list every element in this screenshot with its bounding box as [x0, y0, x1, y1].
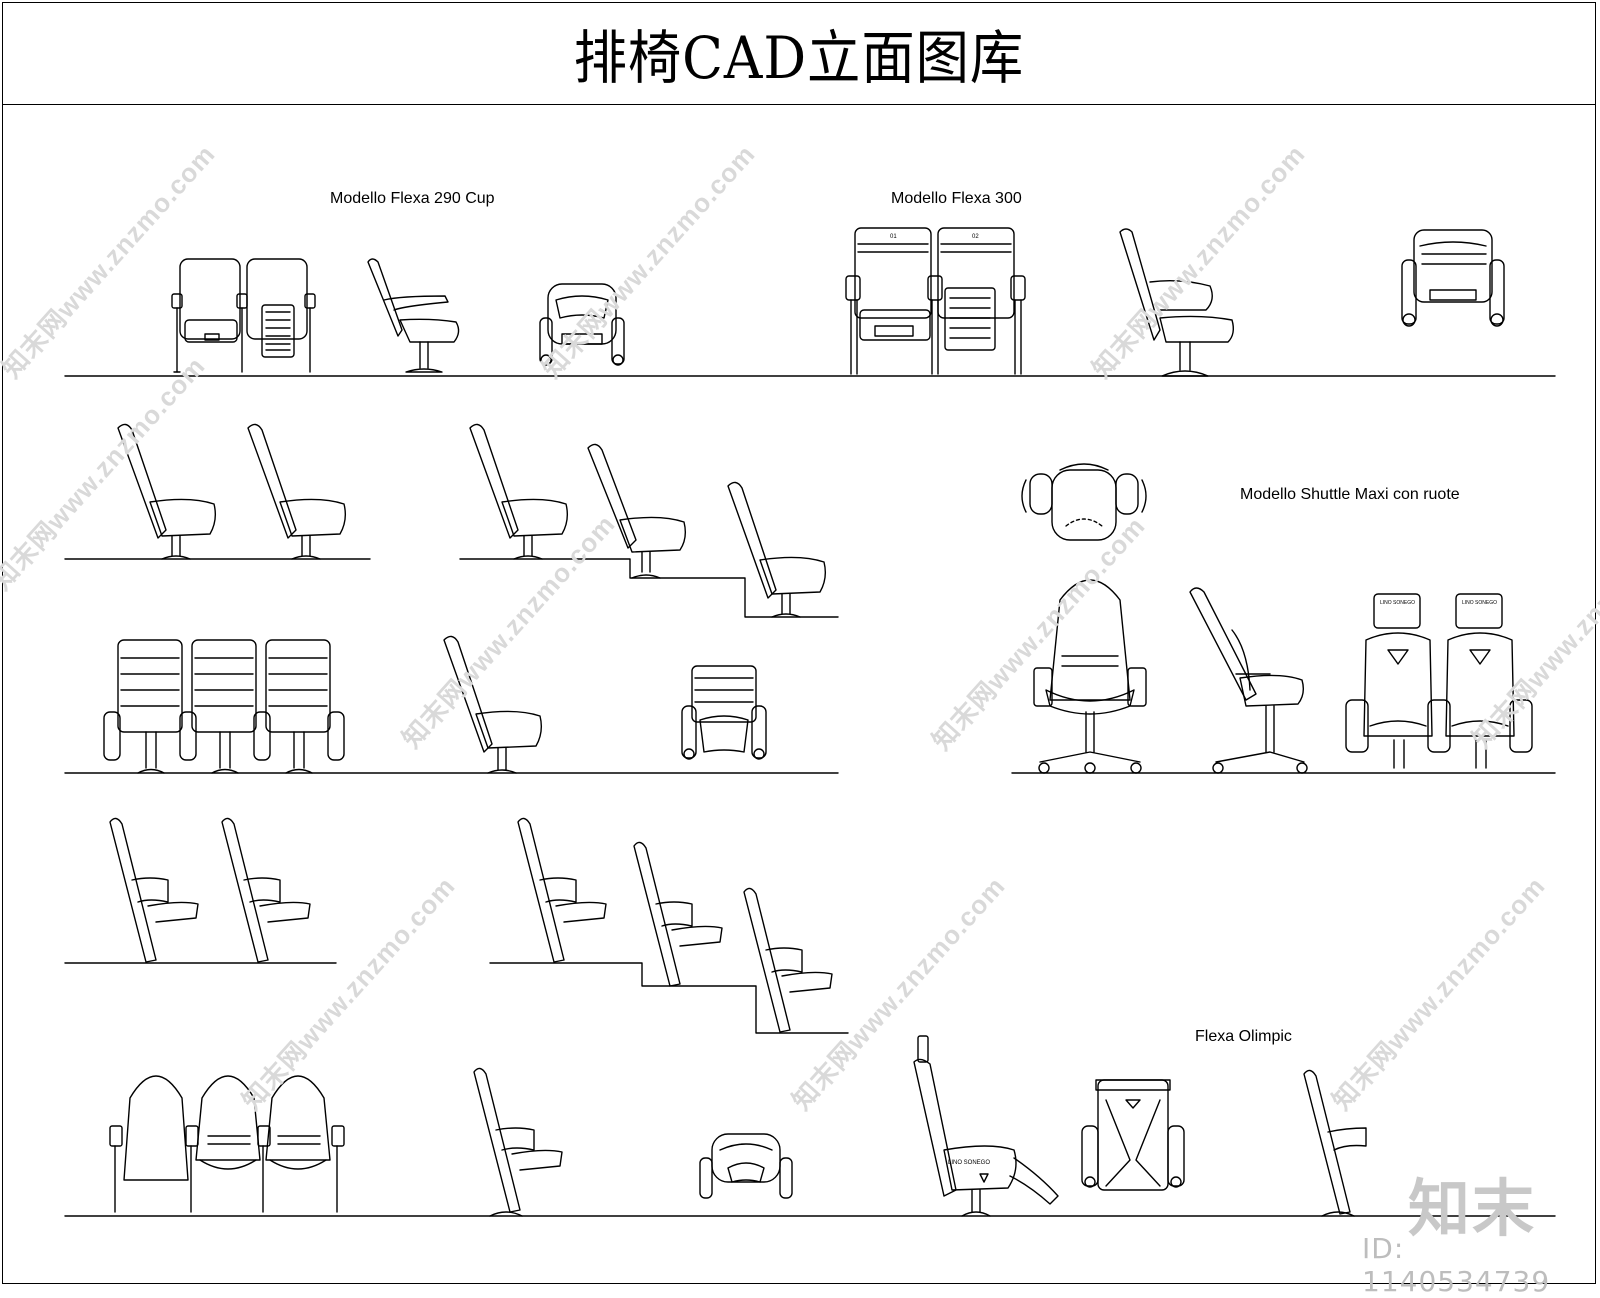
brand-lino-sonego-1: LINO SONEGO — [1380, 600, 1415, 606]
olimpic-side — [473, 1067, 563, 1217]
side-chair-row2-b — [247, 423, 347, 560]
title-bar: 排椅CAD立面图库 — [2, 2, 1596, 105]
flexa-300-front-folded — [1401, 229, 1505, 327]
olimpic-side-b — [1303, 1069, 1367, 1217]
flexa-300-side — [1119, 228, 1235, 377]
shuttle-side — [1189, 587, 1308, 774]
brand-lino-sonego-3: LINO SONEGO — [948, 1160, 990, 1166]
tipup-side-row4 — [109, 817, 833, 1033]
triple-seat-front — [103, 639, 345, 774]
olimpic-top-view — [1081, 1079, 1185, 1191]
side-chair-row2-e — [727, 481, 827, 618]
label-flexa-300: Modello Flexa 300 — [891, 190, 1022, 207]
seat-number-01: 01 — [890, 234, 897, 240]
seat-number-02: 02 — [972, 234, 979, 240]
olimpic-triple-front — [109, 1075, 345, 1213]
shuttle-top-view — [1021, 463, 1147, 541]
side-chair-row2-a — [117, 423, 217, 560]
label-flexa-290: Modello Flexa 290 Cup — [330, 190, 495, 207]
label-flexa-olimpic: Flexa Olimpic — [1195, 1028, 1292, 1045]
olimpic-folded-front — [699, 1133, 793, 1199]
flexa-290-side — [367, 258, 460, 373]
recliner-side: LINO SONEGO — [913, 1035, 1059, 1217]
label-shuttle-maxi: Modello Shuttle Maxi con ruote — [1240, 486, 1460, 503]
side-chair-row2-c — [469, 423, 569, 560]
side-chair-row2-d — [587, 443, 687, 579]
ground-lines — [64, 375, 1556, 1217]
flexa-300-front-pair: 01 02 — [845, 227, 1026, 375]
page-title: 排椅CAD立面图库 — [573, 24, 1025, 92]
flexa-290-front-folded — [539, 283, 625, 366]
brand-lino-sonego-2: LINO SONEGO — [1462, 600, 1497, 606]
single-seat-front-row3 — [681, 665, 767, 760]
side-chair-row3 — [443, 635, 543, 774]
flexa-290-front-pair — [171, 258, 316, 373]
image-id: ID: 1140534739 — [1362, 1232, 1551, 1298]
znzmo-logo: 知末 — [1408, 1172, 1537, 1245]
shuttle-front-pair: LINO SONEGO LINO SONEGO — [1345, 593, 1533, 769]
shuttle-front — [1033, 579, 1147, 774]
